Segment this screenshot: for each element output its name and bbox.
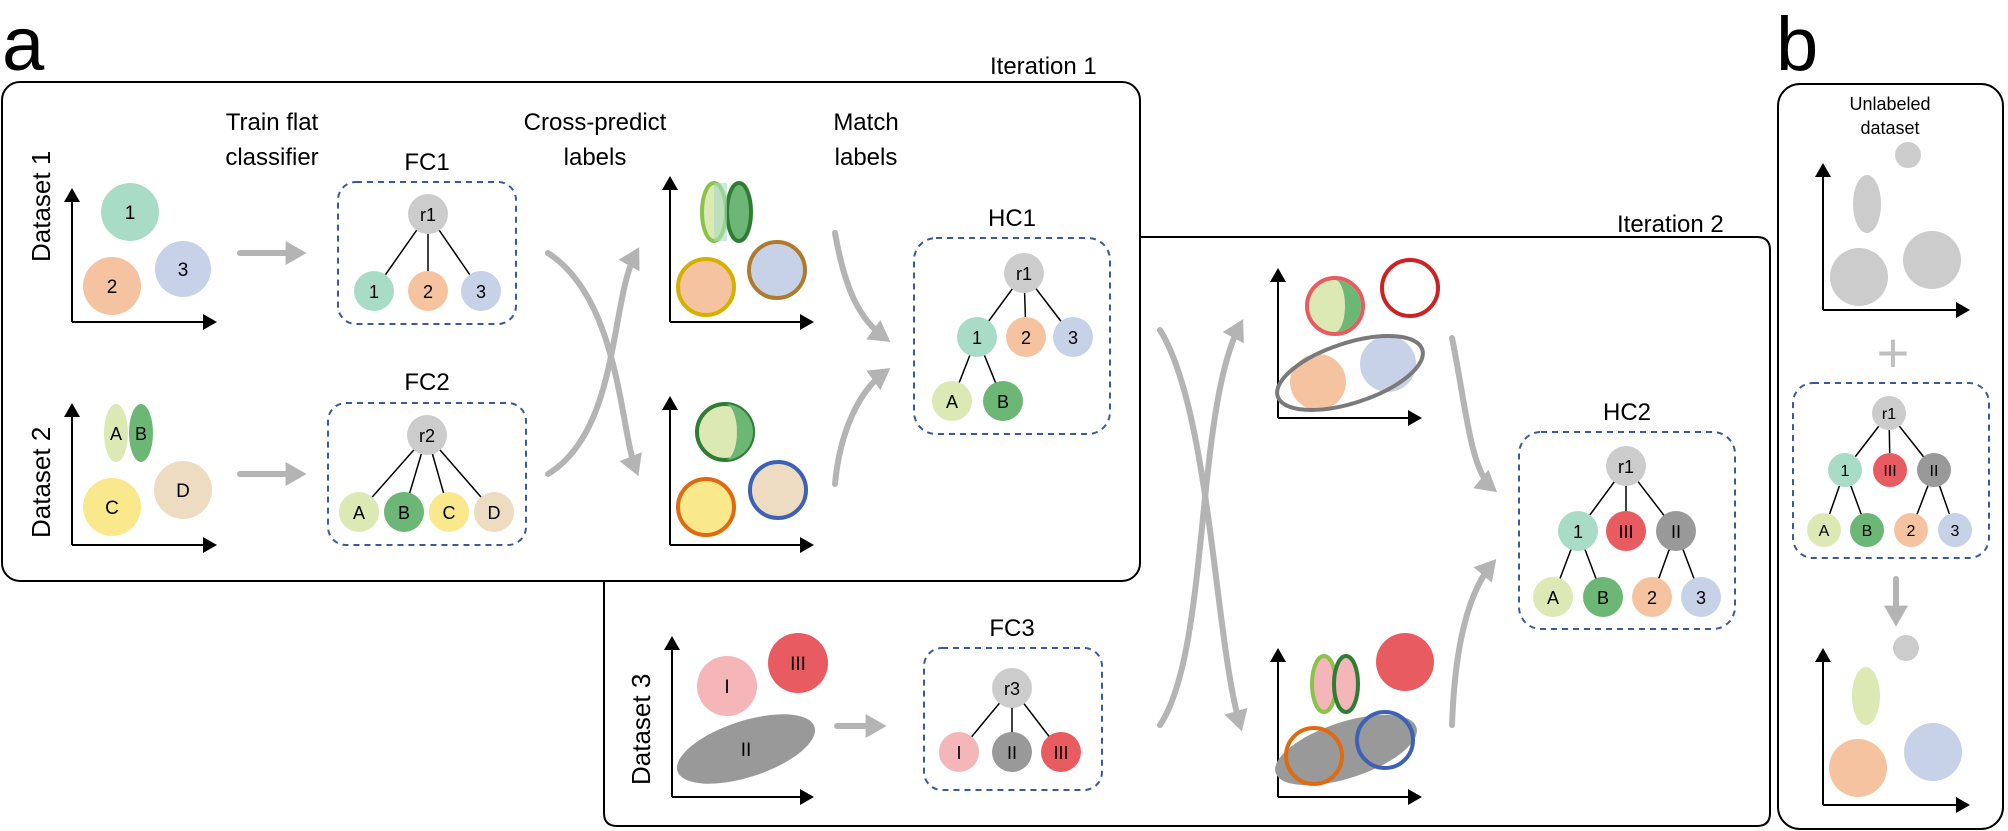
dataset-2-label: Dataset 2 [26,427,56,538]
axes [64,163,1970,813]
svg-text:B: B [1862,523,1873,540]
cluster-B-label: B [135,424,147,444]
svg-text:3: 3 [476,282,486,302]
train-label-1: Train flat [226,109,319,136]
svg-text:1: 1 [1841,463,1850,480]
pred-2-ring [676,477,736,537]
cluster-2-label: 2 [107,277,118,298]
fc1-title: FC1 [404,149,449,176]
match-label-2: labels [835,144,898,171]
svg-text:r1: r1 [420,205,436,225]
svg-text:A: A [1819,523,1830,540]
svg-text:B: B [1597,588,1609,608]
panel-letter-b: b [1776,2,1818,87]
iteration-2-box [603,236,1771,827]
svg-text:2: 2 [423,282,433,302]
svg-text:2: 2 [1021,328,1031,348]
svg-text:r1: r1 [1882,406,1896,423]
fc2-tree: r2 A B C D [339,415,514,532]
svg-text:II: II [1007,743,1017,763]
match-label-1: Match [833,109,898,136]
pred-II-ring-top [1275,334,1425,412]
hc2-title: HC2 [1603,399,1651,426]
dataset-3-label: Dataset 3 [626,674,656,785]
cluster-3 [155,241,211,297]
svg-text:II: II [1930,463,1939,480]
cross-label-1: Cross-predict [524,109,667,136]
hc2-tree: r1 1 III II A B 2 3 [1533,446,1721,617]
pred-ring-orange [1284,726,1344,786]
pred-B-ring [725,181,753,243]
svg-text:2: 2 [1647,588,1657,608]
svg-text:C: C [443,503,456,523]
svg-text:r3: r3 [1004,679,1020,699]
cluster-II-label: II [741,740,752,761]
svg-text:A: A [1547,588,1559,608]
pred-ring-blue [1355,710,1415,770]
fc2-title: FC2 [404,369,449,396]
cluster-C [83,478,141,536]
fc3-tree: r3 I II III [939,668,1081,772]
pred-3-ring [748,460,808,520]
cluster-III [768,633,828,693]
plus-sign: + [1877,321,1910,384]
flow-arrows [237,230,1908,738]
cluster-3-label: 3 [178,260,189,281]
dataset-1-label: Dataset 1 [26,151,56,262]
cluster-II [676,714,816,784]
svg-text:3: 3 [1951,523,1960,540]
svg-text:III: III [1883,463,1896,480]
cluster-1 [101,183,159,241]
cluster-D-label: D [176,481,190,502]
cluster-1-label: 1 [125,203,136,224]
svg-text:II: II [1671,522,1681,542]
svg-text:B: B [398,503,410,523]
svg-text:2: 2 [1907,523,1916,540]
fc3-title: FC3 [989,615,1034,642]
unlabeled-label-1: Unlabeled [1849,94,1930,114]
svg-text:III: III [1618,522,1633,542]
svg-text:3: 3 [1696,588,1706,608]
svg-text:I: I [956,743,961,763]
fc1-tree: r1 1 2 3 [354,194,501,311]
cluster-A [104,404,128,462]
svg-text:r2: r2 [419,426,435,446]
svg-text:D: D [488,503,501,523]
svg-text:A: A [353,503,365,523]
cluster-III-label: III [790,654,806,675]
hc1-tree: r1 1 2 3 A B [932,253,1093,421]
unlabeled-label-2: dataset [1860,118,1919,138]
panel-letter-a: a [2,2,45,87]
pred-empty-ring [1380,258,1440,318]
train-label-2: classifier [225,144,318,171]
svg-text:1: 1 [1573,522,1583,542]
cross-label-2: labels [564,144,627,171]
svg-text:1: 1 [369,282,379,302]
cluster-III-bottom [1376,633,1434,691]
svg-text:r1: r1 [1618,457,1634,477]
svg-text:A: A [946,392,958,412]
cluster-B [129,404,153,462]
iteration-1-label: Iteration 1 [990,53,1097,80]
panel-b-tree: r1 1 III II A B 2 3 [1807,396,1972,547]
iteration-2-label: Iteration 2 [1617,211,1724,238]
cluster-I-label: I [724,677,729,698]
pred-D-ring [747,240,807,300]
cluster-D [154,461,212,519]
cluster-A-label: A [110,424,122,444]
hc1-title: HC1 [988,205,1036,232]
cluster-C-label: C [105,498,119,519]
classifier-boxes [327,181,1990,791]
iteration-1-box [1,81,1141,582]
pred-C-ring [676,257,736,317]
svg-text:1: 1 [972,328,982,348]
cluster-2 [83,257,141,315]
svg-text:3: 3 [1068,328,1078,348]
svg-text:B: B [997,392,1009,412]
svg-text:III: III [1053,743,1068,763]
cluster-I [697,656,757,716]
svg-text:r1: r1 [1016,264,1032,284]
